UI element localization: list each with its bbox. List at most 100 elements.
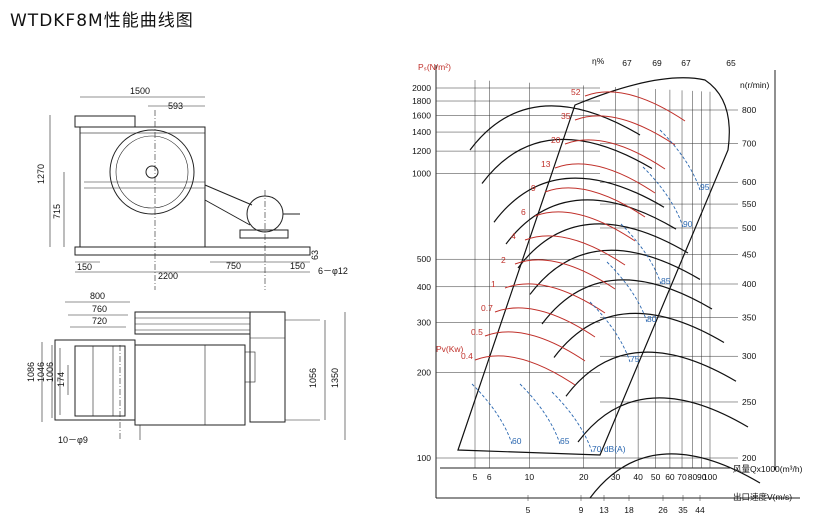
- pressure-tick: 200: [417, 367, 431, 377]
- dim-10-phi9: 10－φ9: [58, 435, 88, 445]
- dim-593: 593: [168, 101, 183, 111]
- power-label-value: 0.4: [461, 351, 473, 361]
- pressure-tick: 500: [417, 254, 431, 264]
- plan-view: 800 760 720 1086 1046 1006 174 1056 1350…: [26, 291, 346, 445]
- flow-tick: 90: [697, 472, 707, 482]
- noise-curve: [471, 383, 513, 445]
- power-curve: [484, 331, 586, 362]
- power-label-value: 4: [511, 231, 516, 241]
- flow-axis-label: 风量Qx1000(m³/h): [733, 464, 803, 474]
- power-curve: [564, 139, 666, 170]
- power-label-value: 13: [541, 159, 551, 169]
- noise-curve: [589, 301, 631, 363]
- pressure-tick: 300: [417, 317, 431, 327]
- noise-curve: [642, 166, 684, 228]
- pressure-curve: [517, 223, 689, 269]
- noise-label: 70 dB(A): [592, 444, 626, 454]
- dim-2200: 2200: [158, 271, 178, 281]
- dim-800: 800: [90, 291, 105, 301]
- dim-6-phi12: 6－φ12: [318, 266, 348, 276]
- power-label-value: 52: [571, 87, 581, 97]
- flow-tick: 5: [473, 472, 478, 482]
- flow-tick: 100: [703, 472, 717, 482]
- power-curve: [514, 259, 616, 290]
- pressure-tick: 1000: [412, 169, 431, 179]
- speed-tick: 400: [742, 279, 756, 289]
- power-label: Pv(Kw): [436, 344, 464, 354]
- noise-curve: [620, 223, 662, 285]
- velocity-tick: 35: [678, 505, 688, 515]
- flow-tick: 40: [633, 472, 643, 482]
- power-label-value: 0.7: [481, 303, 493, 313]
- noise-curve: [551, 391, 593, 453]
- flow-tick: 70: [677, 472, 687, 482]
- pressure-curve: [589, 453, 761, 499]
- power-label-value: 0.5: [471, 327, 483, 337]
- dim-150-right: 150: [290, 261, 305, 271]
- dim-150-left: 150: [77, 262, 92, 272]
- eff-tick: 67: [622, 58, 632, 68]
- velocity-tick: 13: [599, 505, 609, 515]
- eff-tick: 65: [726, 58, 736, 68]
- eff-tick: 69: [652, 58, 662, 68]
- velocity-tick: 9: [579, 505, 584, 515]
- speed-tick: 550: [742, 199, 756, 209]
- dim-1270: 1270: [36, 164, 46, 184]
- power-label-value: 2: [501, 255, 506, 265]
- speed-tick: 300: [742, 351, 756, 361]
- noise-label: 60: [512, 436, 522, 446]
- dim-1500: 1500: [130, 86, 150, 96]
- power-label-value: 1: [491, 279, 496, 289]
- side-elevation: 1500 593 1270 715 150 2200 750 150 63 6－…: [36, 86, 348, 290]
- flow-tick: 20: [579, 472, 589, 482]
- eff-label: η%: [592, 56, 605, 66]
- dim-750: 750: [226, 261, 241, 271]
- noise-label: 65: [560, 436, 570, 446]
- dim-1056: 1056: [308, 368, 318, 388]
- performance-chart: 0.4 0.5 0.7 1 2 4 69 13 20 35 52 60 65 70 dB(A) 75 80 85…: [412, 56, 803, 515]
- pressure-curve: [493, 177, 665, 223]
- power-curve: [494, 307, 596, 338]
- power-label-value: 35: [561, 111, 571, 121]
- power-curve: [504, 283, 606, 314]
- dim-174: 174: [56, 372, 66, 387]
- velocity-axis-label: 出口速度V(m/s): [733, 492, 792, 502]
- noise-label: 85: [661, 276, 671, 286]
- noise-curve: [519, 383, 561, 445]
- pressure-tick: 100: [417, 453, 431, 463]
- velocity-tick: 18: [624, 505, 634, 515]
- speed-tick: 250: [742, 397, 756, 407]
- pressure-curve: [553, 312, 725, 358]
- pressure-axis-label: Pₛ(N/m²): [418, 62, 451, 72]
- noise-label: 90: [683, 219, 693, 229]
- flow-tick: 50: [651, 472, 661, 482]
- dim-1350: 1350: [330, 368, 340, 388]
- velocity-tick: 26: [658, 505, 668, 515]
- dim-1086: 1086: [26, 362, 36, 382]
- power-curve: [554, 163, 656, 194]
- pressure-tick: 1200: [412, 146, 431, 156]
- flow-tick: 80: [688, 472, 698, 482]
- pressure-tick: 2000: [412, 83, 431, 93]
- pressure-curve: [505, 199, 677, 245]
- pressure-tick: 1600: [412, 111, 431, 121]
- page-title: WTDKF8M性能曲线图: [10, 11, 194, 31]
- speed-axis-label: n(r/min): [740, 80, 769, 90]
- pressure-curve: [565, 351, 737, 397]
- speed-tick: 450: [742, 249, 756, 259]
- noise-label: 80: [647, 314, 657, 324]
- noise-curve: [606, 261, 648, 323]
- noise-label: 75: [630, 354, 640, 364]
- power-label-value: 20: [551, 135, 561, 145]
- speed-tick: 600: [742, 177, 756, 187]
- pressure-curve: [529, 249, 701, 295]
- flow-tick: 10: [525, 472, 535, 482]
- pressure-tick: 1400: [412, 127, 431, 137]
- noise-label: 95: [700, 182, 710, 192]
- power-curve: [474, 355, 576, 386]
- flow-tick: 30: [611, 472, 621, 482]
- power-curve: [544, 187, 646, 218]
- speed-tick: 800: [742, 105, 756, 115]
- power-curve: [584, 91, 686, 122]
